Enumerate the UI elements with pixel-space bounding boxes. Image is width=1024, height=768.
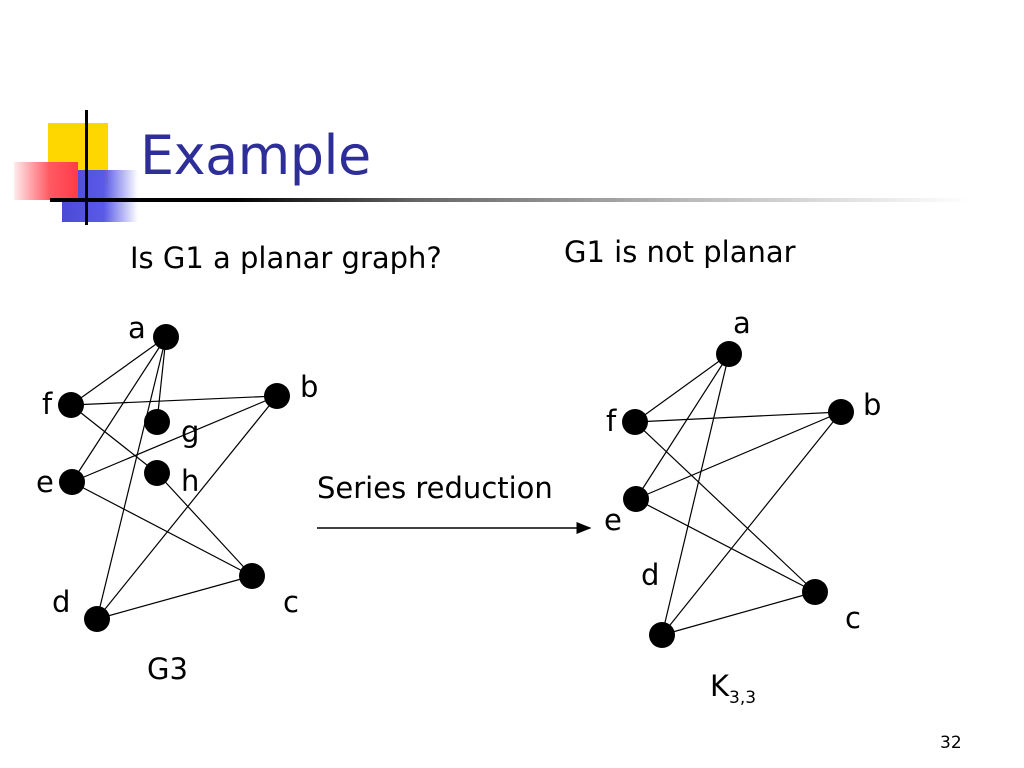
left-label-d: d (52, 585, 71, 619)
right-edge-f-c (634, 421, 816, 593)
left-vertex-a (153, 324, 179, 350)
right-edge-a-f (634, 353, 730, 423)
left-edge-f-b (70, 395, 278, 406)
left-vertex-e (59, 469, 85, 495)
left-graph-caption: G3 (147, 652, 188, 686)
left-vertex-f (58, 392, 84, 418)
right-edge-e-b (635, 411, 842, 500)
left-label-f: f (42, 387, 53, 421)
right-label-a: a (733, 306, 751, 340)
left-vertex-h (144, 460, 170, 486)
caption-base: K (710, 669, 730, 703)
right-graph-vertices (622, 341, 854, 648)
left-edge-e-b (71, 395, 278, 483)
left-vertex-d (84, 606, 110, 632)
caption-subscript: 3,3 (729, 687, 757, 708)
logo-vertical-line (85, 110, 88, 225)
question-text: Is G1 a planar graph? (130, 241, 442, 275)
right-graph-edges (634, 353, 842, 636)
logo-red-square (14, 162, 78, 200)
left-label-h: h (181, 464, 200, 498)
right-vertex-e (623, 486, 649, 512)
right-graph-caption: K3,3 (710, 672, 756, 707)
left-label-c: c (283, 585, 299, 619)
left-edge-d-c (96, 575, 253, 620)
left-graph-vertices (58, 324, 290, 632)
left-vertex-c (239, 563, 265, 589)
left-edge-a-f (70, 336, 167, 406)
right-edge-a-d (661, 353, 730, 636)
right-vertex-a (716, 341, 742, 367)
right-label-e: e (604, 503, 622, 537)
left-edge-e-c (71, 481, 253, 577)
slide-title: Example (140, 124, 371, 187)
left-label-e: e (36, 465, 54, 499)
arrow-label: Series reduction (317, 471, 553, 505)
right-edge-a-e (635, 353, 730, 500)
right-edge-f-b (634, 411, 842, 423)
title-underline (50, 198, 970, 202)
left-edge-a-d (96, 336, 167, 620)
left-edge-d-b (96, 395, 278, 620)
left-label-a: a (128, 311, 146, 345)
right-label-d: d (641, 558, 660, 592)
answer-text: G1 is not planar (564, 235, 796, 269)
left-vertex-b (264, 383, 290, 409)
left-label-g: g (181, 415, 200, 449)
left-edge-a-g (156, 336, 167, 423)
right-vertex-d (649, 622, 675, 648)
right-vertex-c (802, 579, 828, 605)
right-label-f: f (606, 404, 617, 438)
right-edge-d-c (661, 591, 816, 636)
right-edge-e-c (635, 498, 816, 593)
left-edge-h-c (156, 472, 253, 577)
right-label-c: c (845, 601, 861, 635)
right-label-b: b (863, 388, 882, 422)
left-edge-a-e (71, 336, 167, 483)
right-vertex-b (828, 399, 854, 425)
left-graph-edges (70, 336, 278, 620)
page-number: 32 (940, 733, 962, 753)
left-label-b: b (300, 370, 319, 404)
left-edge-f-h (70, 404, 158, 474)
right-edge-d-b (661, 411, 842, 636)
left-vertex-g (144, 409, 170, 435)
right-vertex-f (622, 409, 648, 435)
